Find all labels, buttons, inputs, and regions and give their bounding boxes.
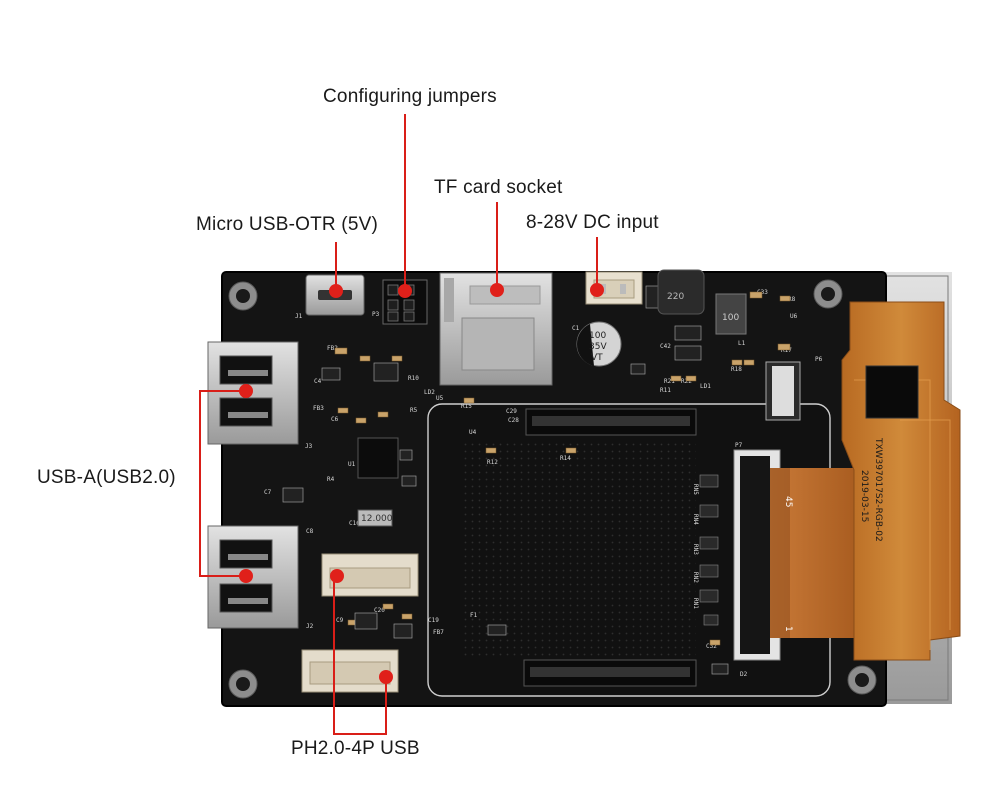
svg-text:F1: F1: [470, 612, 478, 619]
svg-text:C1: C1: [572, 325, 580, 332]
power-inductor: [657, 269, 705, 315]
svg-text:P6: P6: [815, 356, 823, 363]
svg-text:C16: C16: [349, 520, 360, 527]
svg-text:RN3: RN3: [692, 544, 699, 555]
dc-input-label: 8-28V DC input: [526, 212, 659, 233]
svg-text:C7: C7: [264, 489, 272, 496]
svg-text:U4: U4: [469, 429, 477, 436]
svg-text:FB7: FB7: [433, 629, 444, 636]
svg-text:R21: R21: [664, 378, 675, 385]
svg-text:LD1: LD1: [700, 383, 711, 390]
inductor-marking: 220: [667, 292, 684, 302]
svg-text:C4: C4: [314, 378, 322, 385]
svg-text:12.000: 12.000: [361, 514, 393, 524]
svg-text:C32: C32: [706, 643, 717, 650]
svg-text:FB3: FB3: [313, 405, 324, 412]
svg-text:J1: J1: [295, 313, 303, 320]
ph-usb-label: PH2.0-4P USB: [291, 738, 420, 759]
svg-text:U6: U6: [790, 313, 798, 320]
capacitor-series: VT: [591, 353, 603, 363]
usb-a-port-top: [207, 341, 299, 445]
svg-text:R12: R12: [487, 459, 498, 466]
tf-card-socket-label: TF card socket: [434, 177, 563, 198]
svg-text:R8: R8: [788, 296, 796, 303]
capacitor-value: 100: [589, 331, 606, 341]
annotation-lines: [199, 114, 598, 735]
svg-text:R22: R22: [681, 378, 692, 385]
svg-text:C8: C8: [306, 528, 314, 535]
svg-text:J3: J3: [305, 443, 313, 450]
svg-text:C33: C33: [757, 289, 768, 296]
svg-text:R5: R5: [410, 407, 418, 414]
fpc-part-number: TXW397017S2-RGB-02: [873, 437, 883, 542]
svg-text:R14: R14: [560, 455, 571, 462]
svg-text:LD2: LD2: [424, 389, 435, 396]
usb-a-label: USB-A(USB2.0): [37, 467, 176, 488]
svg-text:C20: C20: [374, 607, 385, 614]
svg-text:FB2: FB2: [327, 345, 338, 352]
svg-text:U5: U5: [436, 395, 444, 402]
display-fpc: TXW397017S2-RGB-02 2019-03-15: [841, 301, 961, 661]
ribbon-pin-1: 1: [783, 626, 793, 632]
svg-text:R11: R11: [660, 387, 671, 394]
fpc-date: 2019-03-15: [859, 470, 869, 522]
svg-text:U1: U1: [348, 461, 356, 468]
svg-text:RN4: RN4: [692, 514, 699, 525]
display-ribbon-cable: 45 1: [733, 449, 864, 661]
svg-text:R18: R18: [731, 366, 742, 373]
svg-text:L1: L1: [738, 340, 746, 347]
svg-text:C29: C29: [506, 408, 517, 415]
svg-text:C19: C19: [428, 617, 439, 624]
svg-text:R10: R10: [408, 375, 419, 382]
svg-text:C9: C9: [336, 617, 344, 624]
svg-text:C28: C28: [508, 417, 519, 424]
svg-text:P7: P7: [735, 442, 743, 449]
svg-text:C6: C6: [331, 416, 339, 423]
svg-text:P3: P3: [372, 311, 380, 318]
usb-hub-chip: [357, 437, 399, 479]
capacitor-voltage: 35V: [589, 342, 607, 352]
ph-connector-upper: [321, 553, 419, 597]
svg-text:R4: R4: [327, 476, 335, 483]
svg-text:RN5: RN5: [692, 484, 699, 495]
svg-text:D2: D2: [740, 671, 748, 678]
configuring-jumpers-label: Configuring jumpers: [323, 86, 497, 107]
svg-text:R17: R17: [781, 347, 792, 354]
svg-text:RN1: RN1: [692, 598, 699, 609]
svg-text:C42: C42: [660, 343, 671, 350]
micro-usb-otg-label: Micro USB-OTR (5V): [196, 214, 378, 235]
ph-connector-lower: [301, 649, 399, 693]
inductor2-marking: 100: [722, 313, 739, 323]
annotation-dots: [239, 283, 604, 684]
ribbon-pin-45: 45: [783, 496, 793, 507]
svg-text:J2: J2: [306, 623, 314, 630]
svg-text:R15: R15: [461, 403, 472, 410]
svg-text:RN2: RN2: [692, 572, 699, 583]
